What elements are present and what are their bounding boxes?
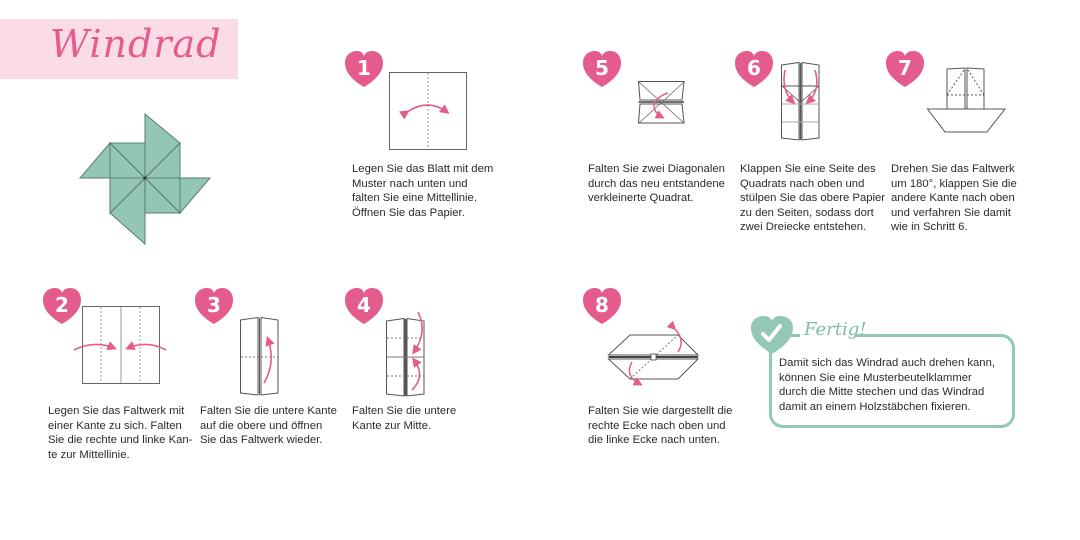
finish-label: Fertig! <box>804 319 867 340</box>
step-7-number: 7 <box>898 56 912 80</box>
title-band <box>0 19 238 79</box>
step-3-text: Falten Sie die untere Kante auf die ober… <box>200 405 337 446</box>
step-8-diagram <box>607 320 700 386</box>
step-8-number: 8 <box>595 293 609 317</box>
step-2-number: 2 <box>55 293 69 317</box>
finish-box-gap <box>800 328 856 340</box>
step-2-text: Legen Sie das Faltwerk mit einer Kante z… <box>48 405 193 461</box>
step-3-badge: 3 <box>194 287 234 325</box>
step-4-diagram <box>386 311 425 397</box>
step-2-diagram <box>73 306 167 384</box>
step-6-badge: 6 <box>734 50 774 88</box>
page-title: Windrad <box>50 22 222 66</box>
checkmark-heart-icon <box>751 316 793 354</box>
step-4-text: Falten Sie die untere Kante zur Mitte. <box>352 405 457 432</box>
step-5-badge: 5 <box>582 50 622 88</box>
step-4-badge: 4 <box>344 287 384 325</box>
step-1-number: 1 <box>357 56 371 80</box>
step-5-text: Falten Sie zwei Diagonalen durch das neu… <box>588 163 725 204</box>
step-6-text: Klappen Sie eine Seite des Quadrats nach… <box>740 163 886 233</box>
step-8-badge: 8 <box>582 287 622 325</box>
step-3-diagram <box>240 316 279 396</box>
step-1-badge: 1 <box>344 50 384 88</box>
step-3-number: 3 <box>207 293 221 317</box>
step-1-text: Legen Sie das Blatt mit dem Muster nach … <box>352 163 494 219</box>
finish-box <box>769 334 1015 428</box>
step-8-text: Falten Sie wie dargestellt die rechte Ec… <box>588 405 733 446</box>
finish-text: Damit sich das Windrad auch drehen kann,… <box>779 357 996 413</box>
step-7-badge: 7 <box>885 50 925 88</box>
step-6-number: 6 <box>747 56 761 80</box>
step-4-number: 4 <box>357 293 371 317</box>
step-5-number: 5 <box>595 56 609 80</box>
step-7-diagram <box>926 67 1007 133</box>
step-6-diagram <box>781 61 820 141</box>
step-5-diagram <box>637 81 685 124</box>
pinwheel-illustration <box>78 112 212 246</box>
step-1-diagram <box>389 72 467 150</box>
step-2-badge: 2 <box>42 287 82 325</box>
step-7-text: Drehen Sie das Faltwerk um 180°, klappen… <box>891 163 1017 233</box>
